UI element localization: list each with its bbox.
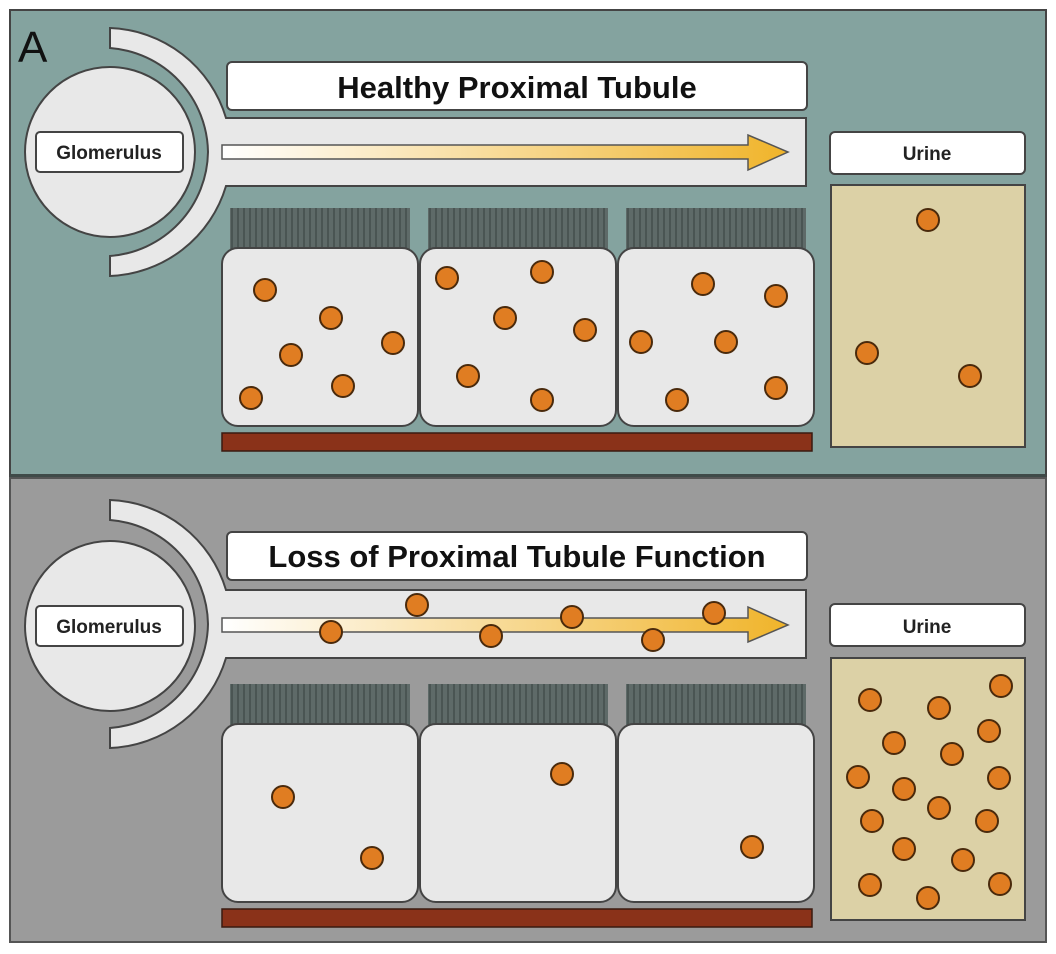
particle	[493, 306, 517, 330]
flow-arrow	[221, 605, 790, 644]
particle	[319, 620, 343, 644]
particle	[927, 796, 951, 820]
particle	[764, 376, 788, 400]
particle	[435, 266, 459, 290]
particle	[740, 835, 764, 859]
title-box	[226, 531, 808, 581]
brush-border	[230, 208, 410, 250]
particle	[988, 872, 1012, 896]
particle	[573, 318, 597, 342]
particle	[405, 593, 429, 617]
particle	[916, 886, 940, 910]
panel-loss: Glomerulus Loss of Proximal Tubule Funct…	[9, 477, 1047, 943]
particle	[629, 330, 653, 354]
epithelial-cell	[617, 684, 815, 903]
particle	[958, 364, 982, 388]
particle	[560, 605, 584, 629]
glomerulus-label: Glomerulus	[56, 617, 162, 638]
basement-membrane	[221, 908, 813, 928]
title-box	[226, 61, 808, 111]
particle	[550, 762, 574, 786]
particle	[855, 341, 879, 365]
cell-body	[617, 723, 815, 903]
urine-label: Urine	[903, 144, 952, 165]
particle	[271, 785, 295, 809]
panel-title: Healthy Proximal Tubule	[337, 70, 696, 105]
particle	[530, 260, 554, 284]
particle	[253, 278, 277, 302]
brush-border	[230, 684, 410, 726]
particle	[987, 766, 1011, 790]
urine-label-box	[829, 603, 1026, 647]
particle	[916, 208, 940, 232]
urine-label: Urine	[903, 617, 952, 638]
brush-border	[626, 208, 806, 250]
brush-border	[428, 208, 608, 250]
particle	[331, 374, 355, 398]
epithelial-cell	[419, 208, 617, 427]
particle	[846, 765, 870, 789]
particle	[530, 388, 554, 412]
panel-healthy: A Glomerulus Healthy Proximal Tubule Uri…	[9, 9, 1047, 478]
particle	[239, 386, 263, 410]
epithelial-cell	[221, 208, 419, 427]
brush-border	[428, 684, 608, 726]
particle	[360, 846, 384, 870]
particle	[989, 674, 1013, 698]
particle	[665, 388, 689, 412]
particle	[882, 731, 906, 755]
cell-body	[221, 723, 419, 903]
particle	[691, 272, 715, 296]
particle	[764, 284, 788, 308]
glomerulus-label-box	[35, 131, 184, 173]
particle	[977, 719, 1001, 743]
particle	[858, 688, 882, 712]
cell-body	[419, 723, 617, 903]
glomerulus-label-box	[35, 605, 184, 647]
panel-label: A	[18, 23, 48, 72]
epithelial-cell	[419, 684, 617, 903]
particle	[892, 777, 916, 801]
particle	[975, 809, 999, 833]
epithelial-cell	[221, 684, 419, 903]
particle	[456, 364, 480, 388]
particle	[319, 306, 343, 330]
panel-title: Loss of Proximal Tubule Function	[268, 539, 765, 574]
particle	[714, 330, 738, 354]
urine-label-box	[829, 131, 1026, 175]
brush-border	[626, 684, 806, 726]
glomerulus-label: Glomerulus	[56, 143, 162, 164]
particle	[927, 696, 951, 720]
particle	[381, 331, 405, 355]
particle	[892, 837, 916, 861]
particle	[279, 343, 303, 367]
particle	[702, 601, 726, 625]
basement-membrane	[221, 432, 813, 452]
particle	[641, 628, 665, 652]
particle	[940, 742, 964, 766]
particle	[951, 848, 975, 872]
particle	[858, 873, 882, 897]
flow-arrow	[221, 133, 790, 172]
particle	[860, 809, 884, 833]
particle	[479, 624, 503, 648]
epithelial-cell	[617, 208, 815, 427]
